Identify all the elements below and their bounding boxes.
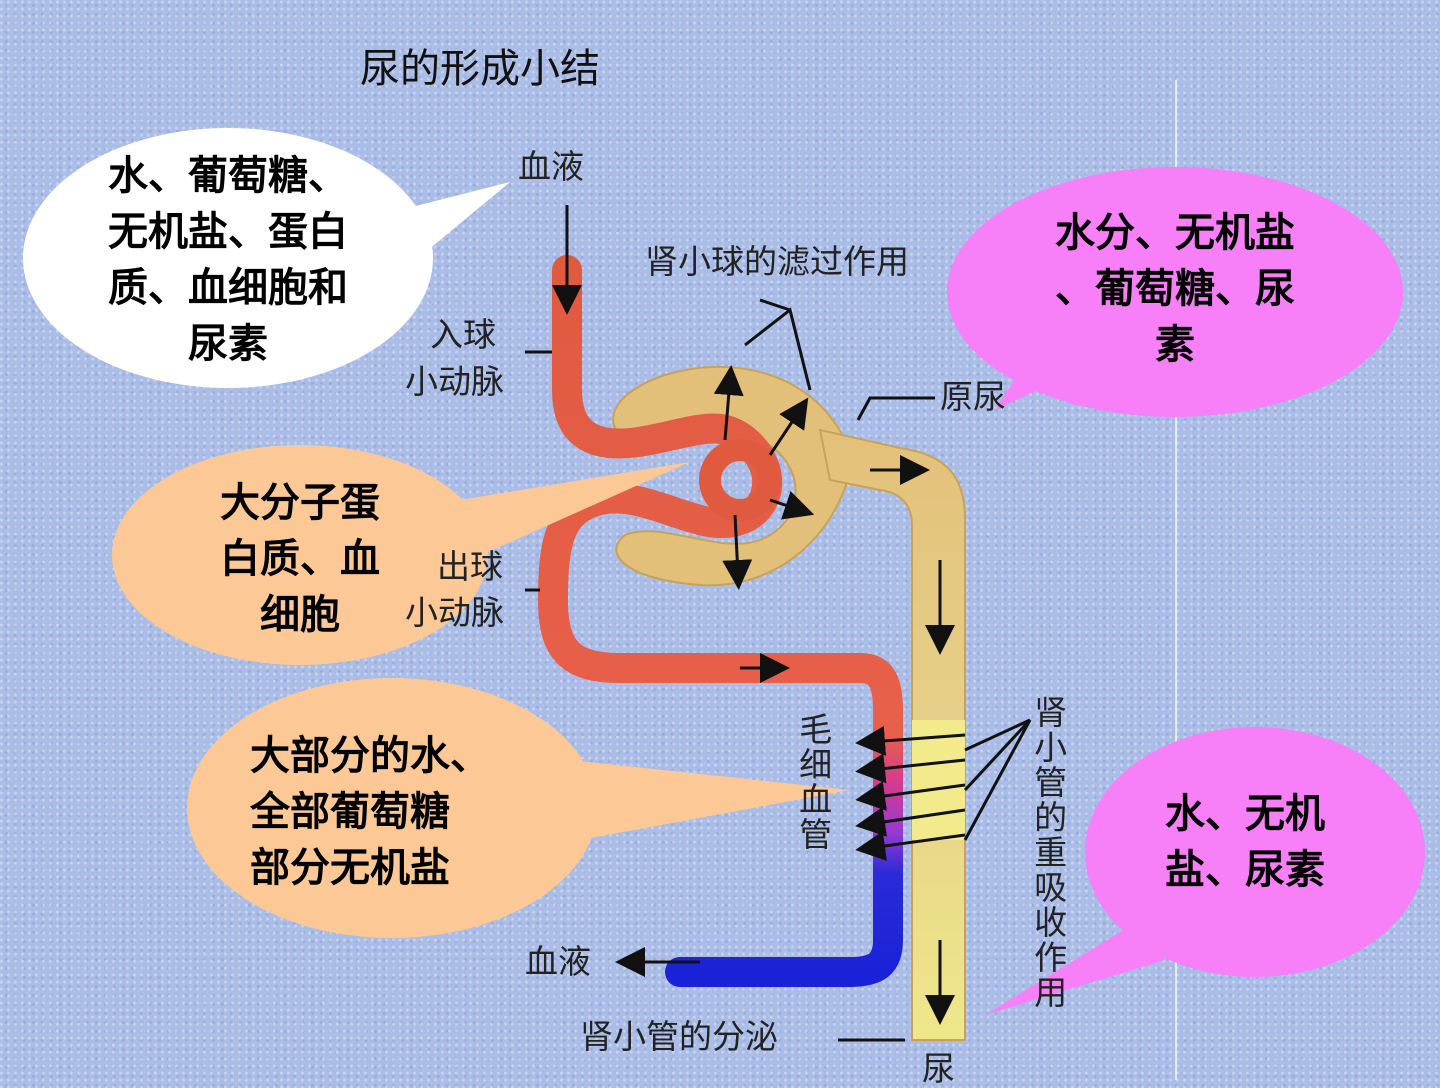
bubble-line: 尿素 (188, 321, 268, 367)
arrow-filter-2 (768, 397, 809, 456)
bubble-not-filtered (112, 445, 690, 665)
bubble-reabsorbed (187, 678, 850, 938)
reabsorption-pointer-3 (963, 719, 1032, 841)
page-title: 尿的形成小结 (360, 46, 600, 92)
reabsorption-pointer-2 (963, 718, 1032, 792)
bubble-line: 无机盐、蛋白 (108, 209, 348, 255)
bubble-line: 素 (1155, 322, 1195, 368)
speech-bubbles (23, 128, 1425, 1015)
bubble-not-filtered-text: 大分子蛋 白质、血 细胞 (150, 475, 450, 643)
label-afferent-2: 小动脉 (405, 362, 504, 401)
label-efferent-1: 出球 (437, 547, 503, 586)
bubble-line: 白质、血 (220, 536, 380, 582)
arrow-filter-1 (713, 365, 744, 441)
flow-arrows (525, 205, 1032, 1042)
filtration-pointer-base (759, 298, 791, 312)
arrow-filter-3 (769, 491, 815, 520)
bubble-line: 质、血细胞和 (108, 265, 348, 311)
bubble-line: 部分无机盐 (250, 845, 450, 891)
bubble-blood-components-text: 水、葡萄糖、 无机盐、蛋白 质、血细胞和 尿素 (48, 148, 408, 372)
label-efferent-2: 小动脉 (405, 593, 504, 632)
arrow-reabsorb-3 (855, 781, 966, 811)
label-blood-out: 血液 (525, 942, 591, 981)
label-afferent-1: 入球 (430, 315, 496, 354)
label-reabsorption: 肾小管的重吸收作用 (1028, 695, 1068, 1010)
arrow-reabsorb-2 (855, 753, 966, 784)
glomerulus-loop (699, 439, 781, 521)
bubble-blood-components (23, 128, 510, 388)
bubble-primary-urine-text: 水分、无机盐 、葡萄糖、尿 素 (990, 205, 1360, 373)
bubble-line: 水、无机 (1165, 791, 1325, 837)
bubble-urine-text: 水、无机 盐、尿素 (1120, 786, 1370, 898)
label-secretion: 肾小管的分泌 (580, 1017, 778, 1056)
label-blood-in: 血液 (518, 147, 584, 186)
bubble-primary-urine (947, 167, 1403, 417)
bubble-line: 、葡萄糖、尿 (1055, 266, 1295, 312)
bubble-line: 全部葡萄糖 (250, 789, 450, 835)
bubble-reabsorbed-text: 大部分的水、 全部葡萄糖 部分无机盐 (250, 728, 550, 896)
label-primary-urine: 原尿 (940, 380, 1006, 415)
label-urine: 尿 (922, 1049, 955, 1088)
bubble-line: 大部分的水、 (250, 733, 490, 779)
reabsorption-pointer-1 (964, 718, 1031, 752)
arrow-reabsorb-5 (855, 831, 966, 861)
arrow-reabsorb-4 (855, 806, 966, 837)
arrow-reabsorb-1 (855, 725, 966, 756)
tubule-reabsorption-zone (912, 720, 965, 840)
divider-line (1175, 80, 1177, 1080)
label-capillary: 毛细血管 (793, 712, 833, 852)
bubble-line: 细胞 (260, 592, 340, 638)
bubble-urine (985, 727, 1425, 1015)
bubble-line: 水、葡萄糖、 (108, 153, 348, 199)
bubble-line: 盐、尿素 (1165, 847, 1325, 893)
primary-urine-pointer (856, 396, 935, 421)
label-glomerular-filtration: 肾小球的滤过作用 (645, 245, 909, 280)
bubble-line: 大分子蛋 (220, 480, 380, 526)
arrow-filter-4 (722, 514, 753, 590)
bubble-line: 水分、无机盐 (1055, 210, 1295, 256)
